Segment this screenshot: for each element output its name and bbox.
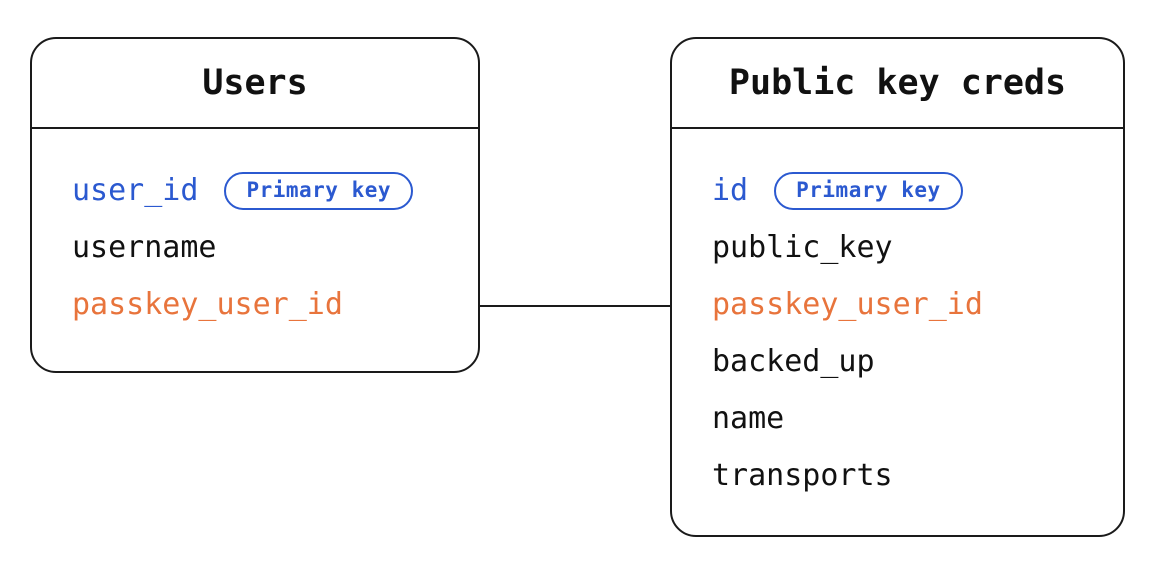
field-name-transports: transports xyxy=(712,458,893,493)
field-name-passkey-user-id: passkey_user_id xyxy=(72,287,343,322)
table-title-users: Users xyxy=(32,39,478,129)
table-fields-public-key-creds: id Primary key public_key passkey_user_i… xyxy=(672,129,1123,504)
field-name-id: id xyxy=(712,173,749,208)
table-node-public-key-creds: Public key creds id Primary key public_k… xyxy=(670,37,1125,537)
field-row-name: name xyxy=(712,390,1113,447)
field-row-backed-up: backed_up xyxy=(712,333,1113,390)
field-row-id: id Primary key xyxy=(712,162,1113,219)
field-name-passkey-user-id: passkey_user_id xyxy=(712,287,983,322)
primary-key-badge: Primary key xyxy=(774,171,963,210)
relationship-connector-line xyxy=(480,305,672,307)
field-row-username: username xyxy=(72,219,468,276)
field-row-passkey-user-id: passkey_user_id xyxy=(712,276,1113,333)
field-row-public-key: public_key xyxy=(712,219,1113,276)
primary-key-badge: Primary key xyxy=(224,171,414,210)
field-row-user-id: user_id Primary key xyxy=(72,162,468,219)
table-title-public-key-creds: Public key creds xyxy=(672,39,1123,129)
table-fields-users: user_id Primary key username passkey_use… xyxy=(32,129,478,333)
field-name-backed-up: backed_up xyxy=(712,344,875,379)
field-row-transports: transports xyxy=(712,447,1113,504)
field-name-public-key: public_key xyxy=(712,230,893,265)
field-name-name: name xyxy=(712,401,785,436)
table-node-users: Users user_id Primary key username passk… xyxy=(30,37,480,373)
field-name-user-id: user_id xyxy=(72,173,199,208)
field-name-username: username xyxy=(72,230,217,265)
field-row-passkey-user-id: passkey_user_id xyxy=(72,276,468,333)
